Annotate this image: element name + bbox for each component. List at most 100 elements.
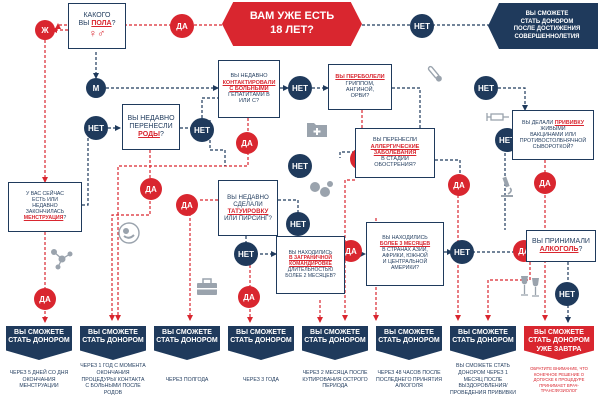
tattoo-highlight: ТАТУИРОВКУ <box>227 208 269 215</box>
vaccine-line-1b: ЖИВЫМИ <box>540 125 566 132</box>
adult-line-1: ВЫ СМОЖЕТЕ <box>525 11 569 17</box>
result-header-line-1: ВЫ СМОЖЕТЕ <box>310 329 360 336</box>
menstruation-yes-circle: ДА <box>34 288 56 310</box>
alcohol-highlight: АЛКОГОЛЬ <box>539 246 579 253</box>
result-header-line-1: ВЫ СМОЖЕТЕ <box>384 329 434 336</box>
line-birth-no-out <box>201 97 218 118</box>
adult-line-3: ПОСЛЕ ДОСТИЖЕНИЯ <box>513 26 581 32</box>
question-birth: ВЫ НЕДАВНО ПЕРЕНЕСЛИ РОДЫ? <box>122 104 180 150</box>
gender-highlight: ПОЛА <box>91 19 112 27</box>
menstruation-highlight: МЕНСТРУАЦИЯ <box>23 214 64 221</box>
trip-line-3: БОЛЕЕ 2 МЕСЯЦЕВ? <box>285 272 336 279</box>
allergy-highlight-2: ЗАБОЛЕВАНИЯ <box>373 149 417 156</box>
hepatitis-yes-circle: ДА <box>236 132 258 154</box>
result-header: ВЫ СМОЖЕТЕ СТАТЬ ДОНОРОМ <box>450 326 516 360</box>
trip-line-1: ВЫ НАХОДИЛИСЬ <box>288 249 333 256</box>
trip-yes-circle: ДА <box>238 286 260 308</box>
result-tomorrow: ВЫ СМОЖЕТЕ СТАТЬ ДОНОРОМ УЖЕ ЗАВТРА ОБРА… <box>524 326 594 400</box>
vaccine-line-4: СЫВОРОТКОЙ? <box>532 144 574 151</box>
menstruation-line-4: ЗАКОНЧИЛАСЬ <box>25 208 65 215</box>
result-48-hours: ВЫ СМОЖЕТЕ СТАТЬ ДОНОРОМ ЧЕРЕЗ 48 ЧАСОВ … <box>376 326 442 400</box>
alcohol-qmark: ? <box>578 246 583 253</box>
menstruation-line-1: У ВАС СЕЙЧАС <box>25 191 65 198</box>
result-header-line-2: СТАТЬ ДОНОРОМ <box>156 337 218 345</box>
line-to-vaccine <box>498 87 528 111</box>
tattoo-no-circle: НЕТ <box>286 212 310 236</box>
tattoo-line-2: СДЕЛАЛИ <box>233 200 263 208</box>
result-text: ЧЕРЕЗ 3 ГОДА <box>242 376 280 383</box>
allergy-highlight-1: АЛЛЕРГИЧЕСКИЕ <box>370 143 420 150</box>
line-allergy-result <box>342 179 355 321</box>
flu-highlight: ВЫ ПЕРЕБОЛЕЛИ <box>335 74 385 81</box>
trip-highlight-2: КОМАНДИРОВКЕ <box>289 261 332 268</box>
vaccine-line-3: ПРОТИВОСТОЛБНЯЧНОЙ <box>519 138 587 145</box>
baby-icon <box>118 222 140 244</box>
tattoo-yes-circle: ДА <box>176 194 198 216</box>
result-header-line-1: ВЫ СМОЖЕТЕ <box>534 329 584 336</box>
result-header: ВЫ СМОЖЕТЕ СТАТЬ ДОНОРОМ <box>228 326 294 360</box>
line-menstruation-no <box>82 125 93 206</box>
question-alcohol: ВЫ ПРИНИМАЛИ АЛКОГОЛЬ? <box>526 230 596 262</box>
line-birth-result <box>109 196 151 321</box>
abroad-line-1: ВЫ НАХОДИЛИСЬ <box>382 235 428 242</box>
alcohol-no-circle: НЕТ <box>555 282 579 306</box>
result-header-line-1: ВЫ СМОЖЕТЕ <box>236 329 286 336</box>
birth-no-circle: НЕТ <box>190 118 214 142</box>
trip-line-2: ДЛИТЕЛЬНОСТЬЮ <box>287 266 334 273</box>
result-header: ВЫ СМОЖЕТЕ СТАТЬ ДОНОРОМ УЖЕ ЗАВТРА <box>524 326 594 360</box>
allergy-yes-circle: ДА <box>448 174 470 196</box>
result-header: ВЫ СМОЖЕТЕ СТАТЬ ДОНОРОМ <box>80 326 146 360</box>
flu-line-1: ГРИППОМ, АНГИНОЙ, <box>345 80 375 93</box>
gender-line-2: ВЫ <box>78 19 92 27</box>
hepatitis-no-circle: НЕТ <box>288 76 312 100</box>
result-header: ВЫ СМОЖЕТЕ СТАТЬ ДОНОРОМ <box>302 326 368 360</box>
abroad-line-3: АФРИКИ, ЮЖНОЙ <box>382 253 428 259</box>
line-allergy-no <box>339 151 355 158</box>
result-header-line-1: ВЫ СМОЖЕТЕ <box>162 329 212 336</box>
result-header-line-1: ВЫ СМОЖЕТЕ <box>14 329 64 336</box>
tattoo-line-1: ВЫ НЕДАВНО <box>227 193 269 201</box>
result-header-line-2: СТАТЬ ДОНОРОМ <box>452 337 514 345</box>
allergy-line-1: ВЫ ПЕРЕНЕСЛИ <box>372 137 418 144</box>
question-flu: ВЫ ПЕРЕБОЛЕЛИ ГРИППОМ, АНГИНОЙ, ОРВИ? <box>328 64 392 110</box>
gender-symbols-icon: ♀♂ <box>88 27 106 40</box>
hepatitis-line-3: ИЛИ С? <box>238 98 260 105</box>
result-text: ВЫ СМОЖЕТЕ СТАТЬ ДОНОРОМ ЧЕРЕЗ 1 МЕСЯЦ П… <box>450 363 516 397</box>
hepatitis-highlight-2: С БОЛЬНЫМИ <box>229 85 269 92</box>
question-menstruation: У ВАС СЕЙЧАС ЕСТЬ ИЛИ НЕДАВНО ЗАКОНЧИЛАС… <box>8 182 82 232</box>
question-trip: ВЫ НАХОДИЛИСЬ В ЗАГРАНИЧНОЙ КОМАНДИРОВКЕ… <box>276 236 345 294</box>
adult-line-4: СОВЕРШЕННОЛЕТИЯ <box>514 33 580 40</box>
flu-line-2: ОРВИ? <box>350 93 370 100</box>
gender-qmark: ? <box>111 19 116 27</box>
result-header: ВЫ СМОЖЕТЕ СТАТЬ ДОНОРОМ <box>154 326 220 360</box>
alcohol-line-1: ВЫ ПРИНИМАЛИ <box>532 237 590 245</box>
birth-no-in-circle: НЕТ <box>84 116 108 140</box>
hepatitis-highlight-1: КОНТАКТИРОВАЛИ <box>222 79 276 86</box>
line-flu-no-2 <box>420 159 461 175</box>
result-header-line-2: СТАТЬ ДОНОРОМ <box>8 337 70 345</box>
result-menstruation: ВЫ СМОЖЕТЕ СТАТЬ ДОНОРОМ ЧЕРЕЗ 5 ДНЕЙ СО… <box>6 326 72 400</box>
birth-qmark: ? <box>159 131 164 139</box>
medical-folder-icon <box>307 123 327 137</box>
result-header-line-3: УЖЕ ЗАВТРА <box>536 345 582 353</box>
vaccine-line-2: ВАКЦИНАМИ ИЛИ <box>530 131 576 138</box>
question-hepatitis: ВЫ НЕДАВНО КОНТАКТИРОВАЛИ С БОЛЬНЫМИ ГЕП… <box>218 60 280 118</box>
result-text: ЧЕРЕЗ 5 ДНЕЙ СО ДНЯ ОКОНЧАНИЯ МЕНСТРУАЦИ… <box>9 369 69 390</box>
result-half-year: ВЫ СМОЖЕТЕ СТАТЬ ДОНОРОМ ЧЕРЕЗ ПОЛГОДА <box>154 326 220 400</box>
line-flu-no <box>392 87 421 140</box>
briefcase-icon <box>197 278 217 295</box>
trip-no-circle: НЕТ <box>234 242 258 266</box>
birth-yes-circle: ДА <box>140 178 162 200</box>
flu-no-circle: НЕТ <box>474 76 498 100</box>
adult-line-2: СТАТЬ ДОНОРОМ <box>520 18 574 25</box>
question-vaccine: ВЫ ДЕЛАЛИ ПРИВИВКУ ЖИВЫМИ ВАКЦИНАМИ ИЛИ … <box>512 110 594 160</box>
result-text: ОБРАТИТЕ ВНИМАНИЕ, ЧТО КОНЕЧНОЕ РЕШЕНИЕ … <box>530 366 588 394</box>
adult-result-banner: ВЫ СМОЖЕТЕ СТАТЬ ДОНОРОМ ПОСЛЕ ДОСТИЖЕНИ… <box>488 3 598 49</box>
start-question: ВАМ УЖЕ ЕСТЬ 18 ЛЕТ? <box>222 2 362 46</box>
question-allergy: ВЫ ПЕРЕНЕСЛИ АЛЛЕРГИЧЕСКИЕ ЗАБОЛЕВАНИЯ В… <box>355 128 435 178</box>
result-header-line-2: СТАТЬ ДОНОРОМ <box>304 337 366 345</box>
allergy-line-3: ОБОСТРЕНИЯ? <box>374 162 416 169</box>
birth-line-2: ПЕРЕНЕСЛИ <box>129 122 173 130</box>
allergy-no-circle: НЕТ <box>288 154 312 178</box>
abroad-highlight: БОЛЕЕ 3 МЕСЯЦЕВ <box>379 241 431 248</box>
